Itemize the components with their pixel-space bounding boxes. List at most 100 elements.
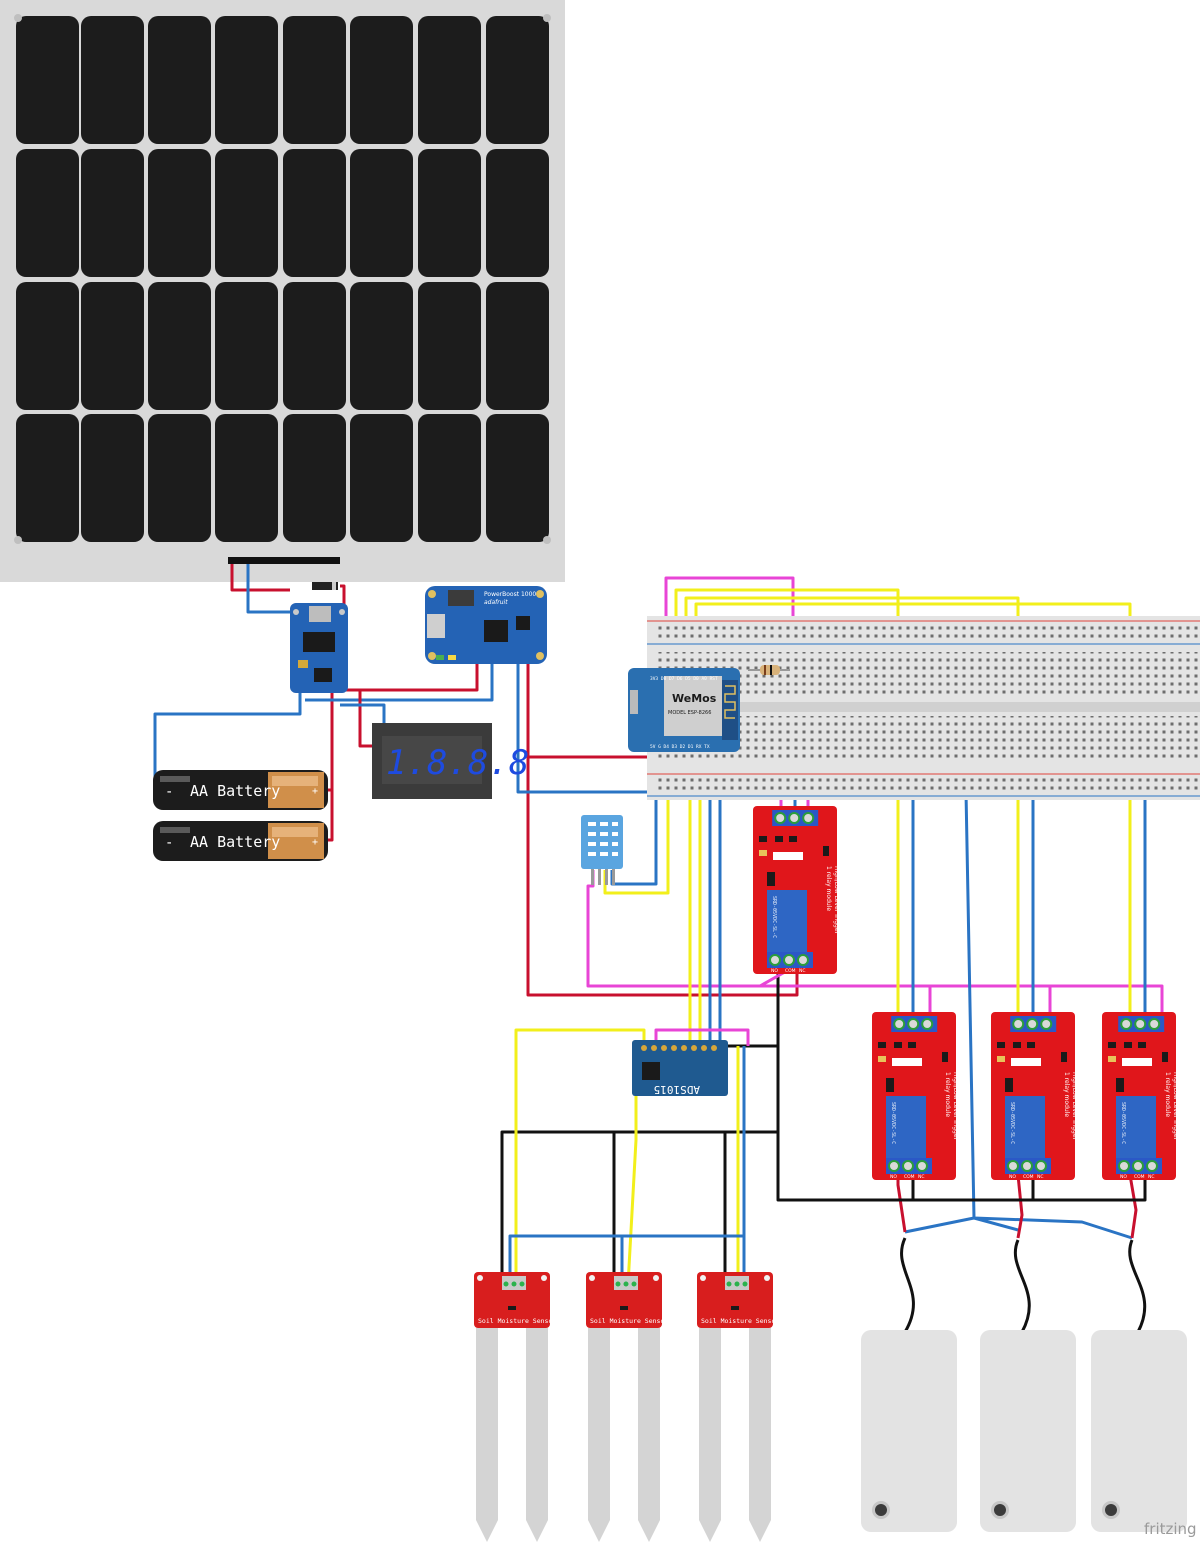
solar-cell (16, 16, 79, 144)
wire-display-blue (340, 703, 386, 730)
wire-dht-magenta (586, 870, 1164, 1020)
relay-title: 1 relay module (825, 866, 832, 911)
solar-panel (0, 0, 565, 582)
pump-cables (900, 1237, 1147, 1333)
solar-cell (81, 16, 144, 144)
soil-sensor-3: Soil Moisture Sensor (697, 1272, 779, 1542)
fritzing-watermark: fritzing (1144, 1520, 1197, 1538)
pumps (861, 1330, 1187, 1532)
panel-mount-holes (14, 14, 551, 544)
cell-gap (136, 402, 156, 422)
solar-cell (486, 414, 549, 542)
solar-cell (418, 282, 481, 410)
solar-cell (486, 16, 549, 144)
solar-cell (418, 414, 481, 542)
relay-subtitle: High/Low Level Trigger (952, 1072, 959, 1141)
wemos-pins-top: 3V3 D8 D7 D6 D5 D0 A0 RST (650, 676, 718, 682)
relay-subtitle: High/Low Level Trigger (1172, 1072, 1179, 1141)
relay-terminal-label: NO (890, 1174, 897, 1180)
panel-lead-bar (228, 557, 340, 590)
relay-terminal-label: COM (904, 1174, 915, 1180)
solar-cell (16, 414, 79, 542)
wire-pb-5v-red (526, 662, 799, 997)
relay-terminal-label: NC (799, 968, 806, 974)
resistor (748, 665, 790, 675)
soil-sensor-label: Soil Moisture Sensor (701, 1317, 779, 1325)
wire-relay3-red (1016, 1174, 1024, 1239)
soil-sensor-label: Soil Moisture Sensor (478, 1317, 556, 1325)
solar-cell (283, 414, 346, 542)
relay-terminal-label: NC (1037, 1174, 1044, 1180)
wire-charger-red-bat (325, 690, 334, 842)
wire-adc-magenta (654, 1028, 750, 1046)
wire-sensor1-yellow (514, 1028, 646, 1285)
cell-gap (271, 270, 291, 290)
wire-charger-pb-blue (305, 662, 494, 702)
solar-cell (418, 149, 481, 277)
voltmeter-digits: 1.8.8.8 (386, 743, 529, 783)
wire-panel-blue (246, 560, 295, 614)
battery-bottom-label: AA Battery (190, 833, 280, 851)
water-pump-2 (980, 1330, 1076, 1532)
ads1015-label: ADS1015 (654, 1083, 700, 1096)
relay-part-number: SRD-05VDC-SL-C (890, 1102, 896, 1144)
charger-module (290, 603, 348, 693)
solar-cell (148, 414, 211, 542)
cell-gap (406, 402, 426, 422)
relay-terminal-label: NO (1120, 1174, 1127, 1180)
soil-sensor-prong (749, 1328, 771, 1542)
solar-cell (215, 282, 278, 410)
relay-terminal-label: COM (1023, 1174, 1034, 1180)
relay-subtitle: High/Low Level Trigger (1071, 1072, 1078, 1141)
solar-cell (215, 149, 278, 277)
relay-terminal-label: NC (918, 1174, 925, 1180)
relay-terminal-label: COM (1134, 1174, 1145, 1180)
soil-sensor-prong (476, 1328, 498, 1542)
battery-top: - AA Battery + (153, 770, 328, 810)
solar-cell (350, 414, 413, 542)
relay-part-number: SRD-05VDC-SL-C (771, 896, 777, 938)
cell-gap (406, 270, 426, 290)
cell-gap (271, 137, 291, 157)
relay-part-number: SRD-05VDC-SL-C (1009, 1102, 1015, 1144)
solar-cell (283, 149, 346, 277)
soil-sensor-1: Soil Moisture Sensor (474, 1272, 556, 1542)
water-pump-1 (861, 1330, 957, 1532)
soil-sensor-prong (638, 1328, 660, 1542)
wire-charger-pb-red (340, 662, 479, 692)
wire-panel-red (230, 560, 290, 592)
solar-cell (81, 414, 144, 542)
solar-cell (81, 149, 144, 277)
relay-terminal-label: COM (785, 968, 796, 974)
solar-cell (350, 282, 413, 410)
wemos-pins-bottom: 5V G D4 D3 D2 D1 RX TX (650, 744, 710, 750)
wemos-d1-mini: WeMos MODEL ESP-8266 3V3 D8 D7 D6 D5 D0 … (628, 668, 740, 752)
solar-cell (350, 149, 413, 277)
wire-diode-red (340, 584, 346, 606)
relay-terminal-label: NC (1148, 1174, 1155, 1180)
solar-cell (16, 149, 79, 277)
battery-bottom-pos: + (312, 837, 318, 848)
relay-title: 1 relay module (1063, 1072, 1070, 1117)
solar-cell (418, 16, 481, 144)
relay-terminal-label: NO (771, 968, 778, 974)
cell-gap (406, 137, 426, 157)
cell-gap (136, 137, 156, 157)
wire-relay4-red (1128, 1174, 1138, 1239)
battery-top-pos: + (312, 786, 318, 797)
soil-sensor-label: Soil Moisture Sensor (590, 1317, 668, 1325)
cell-gap (136, 270, 156, 290)
wemos-logo: WeMos (672, 692, 717, 705)
wire-relay2-red (896, 1175, 907, 1233)
solar-cell (486, 149, 549, 277)
relay-part-number: SRD-05VDC-SL-C (1120, 1102, 1126, 1144)
powerboost-label: PowerBoost 1000C (484, 591, 540, 598)
wire-pump-blue (904, 791, 1133, 1240)
dht-sensor (581, 815, 623, 885)
water-pump-3 (1091, 1330, 1187, 1532)
wemos-model: MODEL ESP-8266 (668, 710, 711, 716)
